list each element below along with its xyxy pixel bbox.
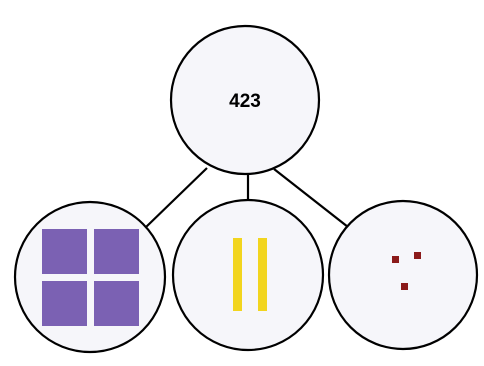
ten-rod: [233, 238, 242, 311]
part-circle-tens: [171, 198, 325, 352]
one-unit: [414, 252, 421, 259]
part-ones: [327, 199, 479, 351]
whole-value: 423: [229, 91, 261, 112]
hundred-flat: [94, 229, 139, 274]
one-unit: [401, 283, 408, 290]
hundreds-blocks: [42, 229, 139, 326]
part-circle-ones: [327, 199, 479, 351]
one-unit: [392, 256, 399, 263]
whole-circle: [169, 24, 321, 176]
hundred-flat: [42, 229, 87, 274]
connector-hundreds: [144, 167, 208, 229]
whole-node: 423: [169, 24, 321, 176]
tens-blocks: [233, 238, 267, 311]
ten-rod: [258, 238, 267, 311]
part-circle-hundreds: [13, 200, 167, 354]
part-tens: [171, 198, 325, 352]
hundred-flat: [42, 281, 87, 326]
ones-blocks: [392, 252, 421, 290]
hundred-flat: [94, 281, 139, 326]
connector-ones: [273, 168, 349, 228]
part-hundreds: [13, 200, 167, 354]
